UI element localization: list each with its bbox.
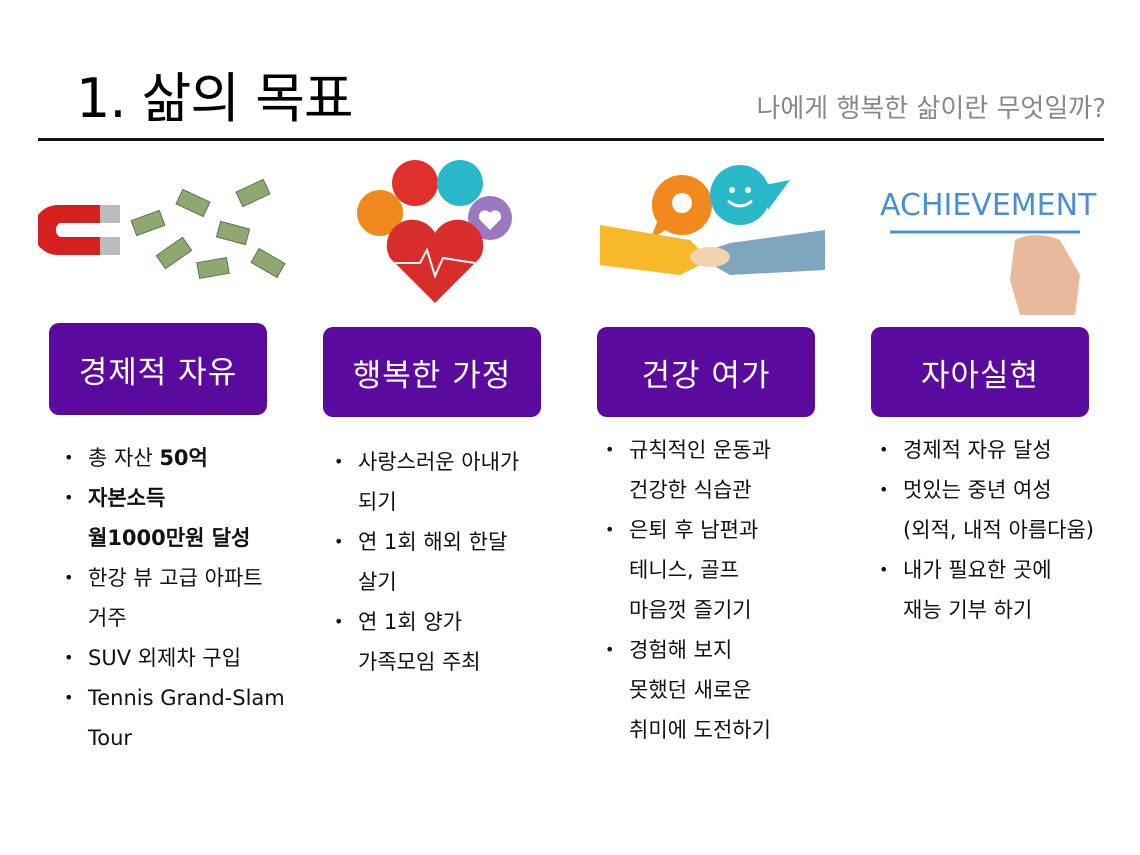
- goal-list: 경제적 자유 달성멋있는 중년 여성 (외적, 내적 아름다움) 내가 필요한 곳에…: [879, 430, 1094, 630]
- achievement-hand-icon: ACHIEVEMENT: [880, 188, 1097, 315]
- list-item-text: 건강한 식습관: [629, 478, 752, 502]
- list-item-line: 사랑스러운 아내가: [358, 442, 519, 482]
- list-item-line: 취미에 도전하기: [629, 710, 771, 750]
- list-item-line: 건강한 식습관: [629, 470, 771, 510]
- list-item-line: (외적, 내적 아름다움): [903, 510, 1094, 550]
- list-item-text: SUV 외제차 구입: [88, 646, 242, 670]
- handshake-icon: [600, 165, 825, 275]
- list-item: 총 자산 50억: [64, 438, 285, 478]
- list-item-line: SUV 외제차 구입: [88, 638, 285, 678]
- list-item-line: 규칙적인 운동과: [629, 430, 771, 470]
- list-item-text: 살기: [358, 570, 397, 594]
- list-item-line: 거주: [88, 598, 285, 638]
- list-item-text: Tennis Grand-Slam: [88, 686, 285, 710]
- list-item-text: 사랑스러운 아내가: [358, 450, 520, 474]
- list-item-line: Tour: [88, 718, 285, 758]
- list-item-line: 되기: [358, 482, 519, 522]
- heart-lifestyle-icon: [357, 160, 512, 303]
- list-item-text: 50억: [159, 446, 208, 470]
- list-item-text: 테니스, 골프: [629, 558, 739, 582]
- slide-title: 1. 삶의 목표: [76, 67, 354, 130]
- list-item-line: 연 1회 해외 한달: [358, 522, 519, 562]
- list-item-text: 취미에 도전하기: [629, 718, 771, 742]
- list-item-text: 규칙적인 운동과: [629, 438, 771, 462]
- list-item-line: 경험해 보지: [629, 630, 771, 670]
- goal-button-self-realization[interactable]: 자아실현: [871, 327, 1089, 417]
- list-item-line: 살기: [358, 562, 519, 602]
- list-item: SUV 외제차 구입: [64, 638, 285, 678]
- list-item-line: 내가 필요한 곳에: [903, 550, 1094, 590]
- list-item-text: 한강 뷰 고급 아파트: [88, 566, 263, 590]
- list-item-text: 가족모임 주최: [358, 650, 481, 674]
- list-item-line: 은퇴 후 남편과: [629, 510, 771, 550]
- list-item-line: 못했던 새로운: [629, 670, 771, 710]
- list-item-line: 월1000만원 달성: [88, 518, 285, 558]
- list-item-text: 월1000만원 달성: [88, 526, 251, 550]
- title-divider: [38, 138, 1104, 141]
- list-item-line: 자본소득: [88, 478, 285, 518]
- list-item-text: 총 자산: [88, 446, 160, 470]
- list-item-text: 경제적 자유 달성: [903, 438, 1052, 462]
- list-item-text: 마음껏 즐기기: [629, 598, 752, 622]
- list-item: 멋있는 중년 여성 (외적, 내적 아름다움): [879, 470, 1094, 550]
- list-item-text: 은퇴 후 남편과: [629, 518, 759, 542]
- list-item-text: 되기: [358, 490, 397, 514]
- list-item-text: Tour: [88, 726, 133, 750]
- list-item-text: 연 1회 양가: [358, 610, 462, 634]
- list-item-text: 연 1회 해외 한달: [358, 530, 508, 554]
- list-item-text: 못했던 새로운: [629, 678, 752, 702]
- list-item-text: 내가 필요한 곳에: [903, 558, 1052, 582]
- goal-button-health-leisure[interactable]: 건강 여가: [597, 327, 815, 417]
- list-item-line: 한강 뷰 고급 아파트: [88, 558, 285, 598]
- list-item-line: 재능 기부 하기: [903, 590, 1094, 630]
- list-item-line: 가족모임 주최: [358, 642, 519, 682]
- list-item-line: 멋있는 중년 여성: [903, 470, 1094, 510]
- list-item-line: Tennis Grand-Slam: [88, 678, 285, 718]
- goal-button-economic-freedom[interactable]: 경제적 자유: [49, 323, 267, 415]
- list-item-text: 재능 기부 하기: [903, 598, 1033, 622]
- list-item-line: 테니스, 골프: [629, 550, 771, 590]
- list-item-text: 멋있는 중년 여성: [903, 478, 1052, 502]
- list-item-line: 경제적 자유 달성: [903, 430, 1094, 470]
- goal-button-happy-family[interactable]: 행복한 가정: [323, 327, 541, 417]
- list-item-text: 경험해 보지: [629, 638, 733, 662]
- list-item: 경제적 자유 달성: [879, 430, 1094, 470]
- list-item-line: 연 1회 양가: [358, 602, 519, 642]
- list-item-text: (외적, 내적 아름다움): [903, 518, 1094, 542]
- list-item-line: 마음껏 즐기기: [629, 590, 771, 630]
- list-item-line: 총 자산 50억: [88, 438, 285, 478]
- achievement-text: ACHIEVEMENT: [880, 188, 1097, 223]
- magnet-money-icon: [38, 178, 286, 280]
- list-item-text: 자본소득: [88, 486, 166, 510]
- slide-subtitle: 나에게 행복한 삶이란 무엇일까?: [756, 94, 1106, 124]
- list-item-text: 거주: [88, 606, 127, 630]
